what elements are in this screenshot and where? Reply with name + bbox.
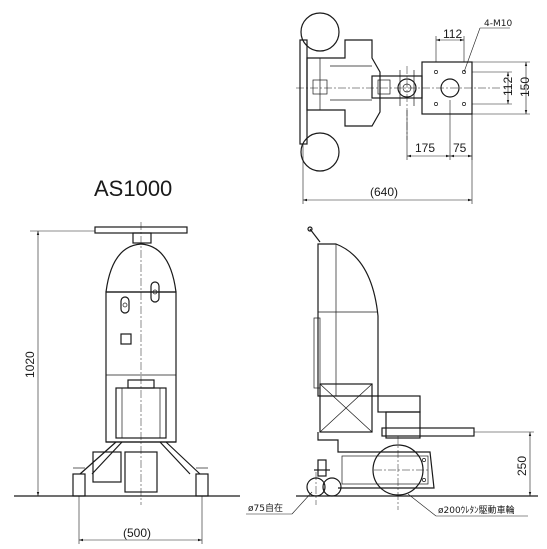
front-motor [92, 451, 122, 483]
dim-75: 75 [453, 141, 467, 155]
dim-1020: 1020 [23, 351, 37, 378]
side-view: 250 ø75自在 ø200ｳﾚﾀﾝ駆動車輪 [246, 226, 538, 517]
model-title: AS1000 [94, 176, 172, 201]
top-body [306, 39, 381, 127]
side-lower-frame [317, 432, 435, 489]
dim-112-top: 112 [443, 27, 462, 41]
front-switch [120, 333, 132, 345]
dim-640: (640) [370, 185, 398, 199]
drive-wheel-label: ø200ｳﾚﾀﾝ駆動車輪 [438, 504, 515, 516]
top-wheel-lower [300, 132, 340, 172]
dim-175: 175 [415, 141, 435, 155]
thread-label: 4-M10 [484, 19, 512, 29]
dim-500: (500) [123, 526, 151, 540]
side-upper-body [317, 243, 379, 397]
front-legs [79, 441, 201, 475]
front-caster-left [72, 473, 86, 497]
top-handle-plate [299, 39, 308, 145]
caster-label: ø75自在 [248, 502, 283, 514]
side-battery [319, 383, 373, 433]
dim-112-side: 112 [501, 77, 515, 96]
side-lever [309, 228, 321, 243]
front-view: 1020 (500) [14, 222, 240, 544]
front-caster-right [195, 473, 209, 497]
dim-250: 250 [515, 456, 529, 476]
top-view: 112 4-M10 112 150 175 75 (640) [296, 12, 532, 204]
side-mount-plate [381, 427, 475, 437]
dim-150: 150 [518, 77, 532, 97]
top-wheel-upper [300, 12, 340, 52]
side-arm [377, 395, 421, 413]
